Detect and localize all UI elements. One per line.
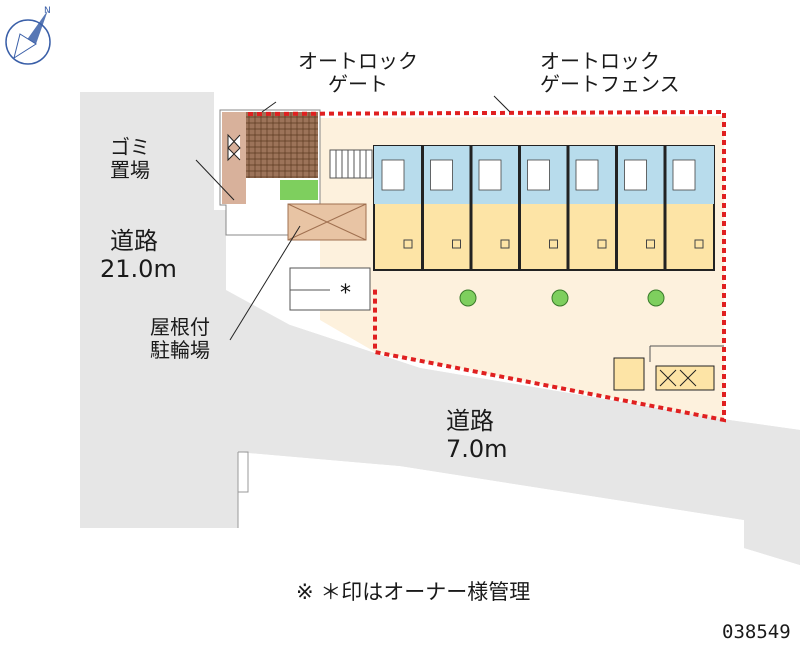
north-label: N [44,6,51,16]
road-narrow-name: 道路 [446,407,494,435]
apartment-unit [381,159,413,249]
autolock-gate-label: オートロック ゲート [298,49,418,96]
apartment-unit [615,146,655,270]
trash-label: ゴミ 置場 [110,135,150,182]
tree-icon [459,289,477,307]
trash-area [222,112,246,204]
apartment-building [373,145,715,271]
planter [280,180,318,200]
tree-icon [647,289,665,307]
meter-box [613,357,645,391]
storage [655,365,715,391]
bike-parking-label: 屋根付 駐輪場 [150,315,210,362]
asterisk-mark: * [340,281,351,306]
ownership-note: ※ ＊印はオーナー様管理 [296,580,531,604]
autolock-gate-fence [247,109,726,423]
apartment-unit [469,146,510,270]
apartment-unit [566,146,607,270]
apartment-unit [421,146,461,270]
road-wide-width: 21.0m [100,255,177,283]
autolock-gate-fence-label: オートロック ゲートフェンス [540,49,680,96]
tree-icon [551,289,569,307]
road-narrow [238,325,800,565]
north-compass-icon: N [5,6,51,65]
apartment-unit [663,146,704,270]
road-wide-name: 道路 [110,227,158,255]
road-narrow-width: 7.0m [446,435,508,463]
owner-managed-space [289,267,371,311]
stairs [329,149,373,179]
property-code: 038549 [722,621,791,643]
apartment-unit [518,146,558,270]
